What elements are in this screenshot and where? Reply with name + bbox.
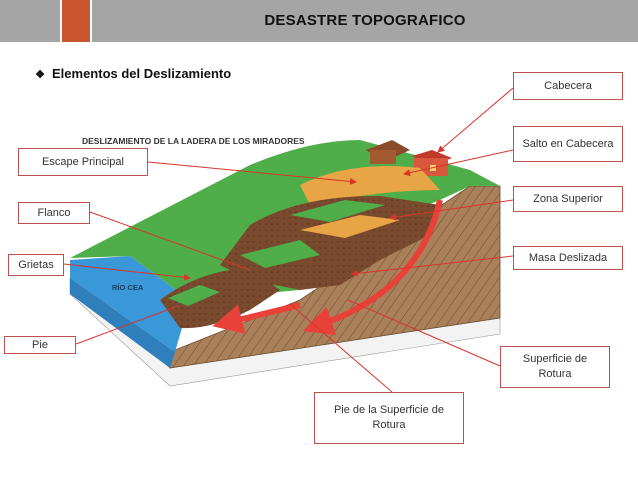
- rupture-arrow: [303, 199, 443, 336]
- label-grietas: Grietas: [8, 254, 64, 276]
- label-pie-de-la-superficie: Pie de la Superficie de Rotura: [314, 392, 464, 444]
- toe-grass: [168, 285, 220, 306]
- mass-orange-block: [300, 215, 400, 238]
- toe-arrow: [212, 302, 301, 334]
- label-superficie-de-rotura: Superficie de Rotura: [500, 346, 610, 388]
- header-segment-right: [92, 0, 638, 42]
- label-masa-deslizada: Masa Deslizada: [513, 246, 623, 270]
- leader-lines: [63, 87, 514, 393]
- header-segment-left: [0, 0, 60, 42]
- houses: [366, 140, 452, 176]
- mass-grass-block-2: [240, 240, 320, 268]
- bullet-text: Elementos del Deslizamiento: [52, 66, 232, 81]
- river-front: [70, 278, 175, 368]
- toe: [160, 268, 280, 329]
- diamond-bullet-icon: ❖: [35, 69, 45, 81]
- header-accent: [62, 0, 90, 42]
- header-bar: DESASTRE TOPOGRAFICO: [0, 0, 638, 42]
- mass-grass-block-1: [290, 200, 385, 222]
- label-pie: Pie: [4, 336, 76, 354]
- figure-title: DESLIZAMIENTO DE LA LADERA DE LOS MIRADO…: [82, 136, 305, 146]
- label-escape-principal: Escape Principal: [18, 148, 148, 176]
- river-label: RÍO CEA: [112, 283, 144, 292]
- river-water: [70, 256, 190, 352]
- label-cabecera: Cabecera: [513, 72, 623, 100]
- label-zona-superior: Zona Superior: [513, 186, 623, 212]
- page-title: DESASTRE TOPOGRAFICO: [264, 12, 466, 29]
- bullet-heading: ❖ Elementos del Deslizamiento: [34, 66, 231, 81]
- label-flanco: Flanco: [18, 202, 90, 224]
- label-salto-en-cabecera: Salto en Cabecera: [513, 126, 623, 162]
